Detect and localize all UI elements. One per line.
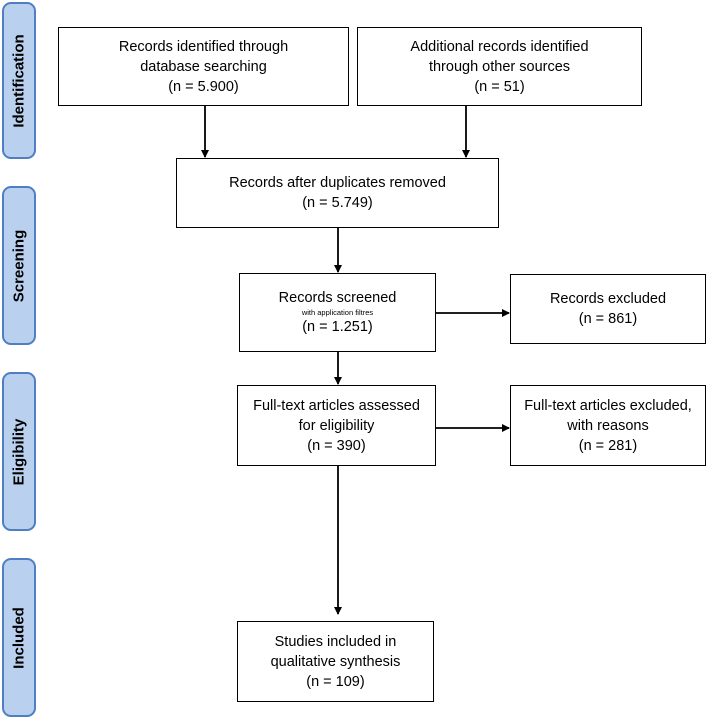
screened-count: (n = 1.251) (302, 319, 373, 335)
excluded-count: (n = 861) (578, 311, 638, 327)
db-search-line2: database searching (140, 58, 267, 75)
screened-line1: Records screened (278, 290, 397, 306)
screened-filter-note: with application filtres (301, 308, 374, 317)
after-dupes-count: (n = 5.749) (302, 195, 373, 211)
box-database-searching: Records identified through database sear… (58, 27, 349, 106)
box-fulltext-excluded: Full-text articles excluded, with reason… (510, 385, 706, 466)
db-search-line1: Records identified through (118, 38, 289, 55)
other-sources-line2: through other sources (428, 58, 571, 75)
other-sources-count: (n = 51) (474, 78, 525, 95)
box-after-duplicates: Records after duplicates removed (n = 5.… (176, 158, 499, 228)
excluded-line1: Records excluded (549, 291, 667, 307)
box-records-screened: Records screened with application filtre… (239, 273, 436, 352)
stage-screening: Screening (2, 186, 36, 345)
fulltext-excluded-line2: with reasons (567, 417, 649, 434)
box-records-excluded: Records excluded (n = 861) (510, 274, 706, 344)
fulltext-excluded-count: (n = 281) (578, 437, 638, 454)
stage-included: Included (2, 558, 36, 717)
included-line1: Studies included in (274, 633, 397, 650)
included-count: (n = 109) (306, 673, 365, 690)
db-search-count: (n = 5.900) (168, 78, 239, 95)
included-line2: qualitative synthesis (270, 653, 401, 670)
fulltext-count: (n = 390) (307, 437, 366, 454)
box-studies-included: Studies included in qualitative synthesi… (237, 621, 434, 702)
box-other-sources: Additional records identified through ot… (357, 27, 642, 106)
after-dupes-line1: Records after duplicates removed (229, 175, 446, 191)
fulltext-line2: for eligibility (298, 417, 375, 434)
stage-identification: Identification (2, 2, 36, 159)
stage-eligibility: Eligibility (2, 372, 36, 531)
box-fulltext-assessed: Full-text articles assessed for eligibil… (237, 385, 436, 466)
other-sources-line1: Additional records identified (410, 38, 589, 55)
fulltext-line1: Full-text articles assessed (253, 397, 420, 414)
fulltext-excluded-line1: Full-text articles excluded, (524, 397, 692, 414)
